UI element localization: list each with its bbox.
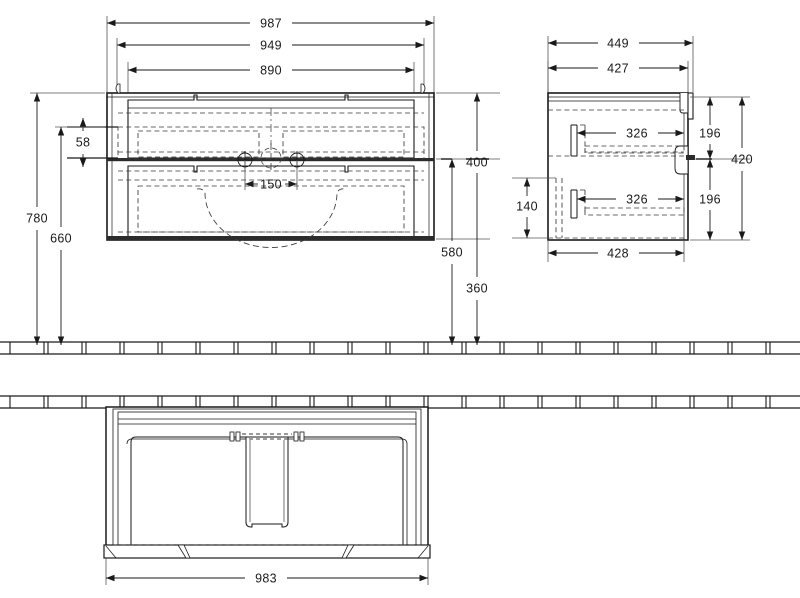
floor-line-upper [0,341,800,355]
dimension-side-140: 140 [512,177,556,239]
dimension-side-428: 428 [547,240,685,262]
dimension-label: 420 [731,152,753,166]
dimension-label: 360 [466,281,488,295]
side-drawer-profiles [570,124,578,219]
tile-joints-upper [9,342,771,354]
dimension-label: 150 [260,177,282,191]
dimension-label: 983 [255,571,277,585]
side-cabinet-body [547,92,689,241]
front-hidden-lines [117,112,425,248]
dimension-label: 326 [626,126,648,140]
dimension-label: 949 [260,38,282,52]
dimension-label: 427 [607,61,629,75]
tile-joints-lower [9,396,771,408]
dimension-front-987: 987 [107,16,434,30]
dimension-side-326-lower: 326 [577,192,684,206]
dimension-front-vertical-right: 400 580 360 [436,92,500,345]
dimension-label: 326 [626,192,648,206]
dimension-plan-983: 983 [105,558,429,585]
dimension-label: 580 [441,245,463,259]
dimension-label: 890 [260,63,282,77]
dimension-label: 58 [76,135,91,149]
dimension-label: 400 [466,155,488,169]
dimension-label: 449 [607,36,629,50]
front-countertop [107,83,434,98]
dimension-label: 140 [516,199,538,213]
side-mid-handle [674,145,695,175]
dimension-label: 196 [699,192,721,206]
dimension-front-vertical-left: 780 660 [26,92,105,345]
side-top-bracket [679,92,694,120]
side-elevation-view: 449 427 [512,36,753,262]
dimension-side-326-upper: 326 [577,126,684,140]
dimension-label: 660 [50,231,72,245]
dimension-front-890: 890 [128,63,414,77]
dimension-front-150: 150 [244,160,298,191]
dimension-label: 428 [607,246,629,260]
dimension-label: 780 [26,211,48,225]
front-lower-drawer [107,165,434,240]
dimension-side-427: 427 [548,61,688,75]
plan-front-edge [103,544,431,559]
dimension-side-vertical-right: 196 196 420 [690,96,753,241]
plan-view: 983 [103,406,431,585]
dimension-side-449: 449 [548,36,693,50]
front-elevation-view: 987 949 890 [26,16,500,345]
dimension-label: 196 [699,126,721,140]
plan-basin-outline [126,436,408,546]
side-hidden-lines [548,109,685,239]
plan-siphon [229,431,305,528]
dimension-front-949: 949 [117,38,424,52]
dimension-label: 987 [260,16,282,30]
front-drawer-divider [107,158,434,162]
